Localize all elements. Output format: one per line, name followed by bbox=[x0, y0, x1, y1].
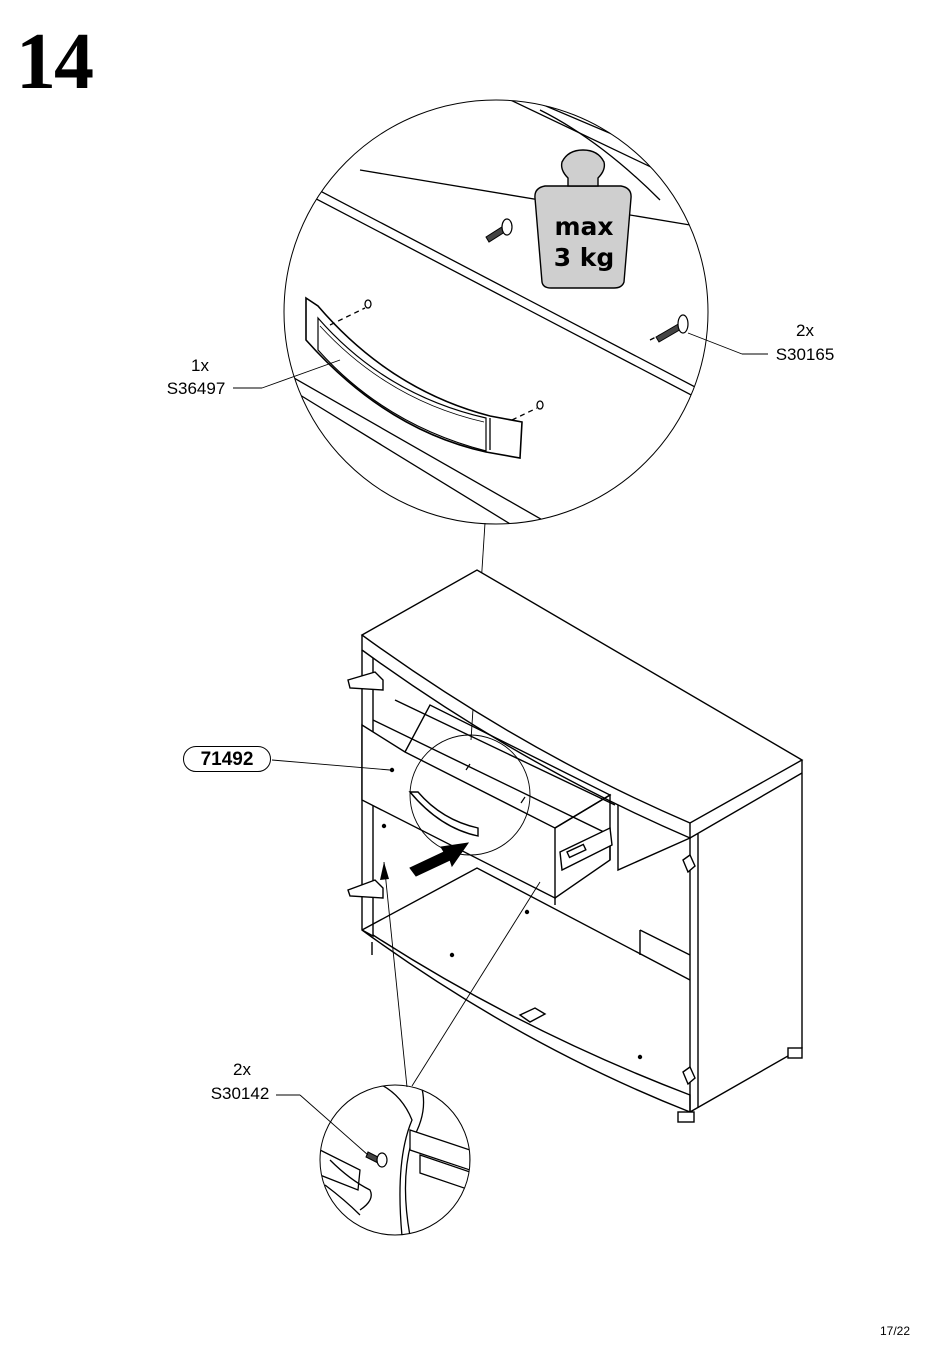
screw-icon bbox=[656, 315, 688, 342]
page-number: 17/22 bbox=[880, 1324, 910, 1338]
handle-screws-part-code: S30165 bbox=[768, 346, 842, 363]
handle-part-code: S36497 bbox=[160, 380, 232, 397]
handle-qty: 1x bbox=[180, 357, 220, 374]
screw-icon bbox=[366, 1152, 387, 1167]
drawer-screws-part-code: S30142 bbox=[203, 1085, 277, 1102]
drawer-screw-detail-circle bbox=[276, 862, 540, 1236]
weight-limit-line2: 3 kg bbox=[538, 245, 630, 270]
drawer-screws-qty: 2x bbox=[222, 1061, 262, 1078]
drawer-part-badge: 71492 bbox=[183, 746, 271, 772]
weight-limit-line1: max bbox=[538, 214, 630, 239]
handle-screws-qty: 2x bbox=[785, 322, 825, 339]
screw-icon bbox=[486, 219, 512, 242]
step-number: 14 bbox=[16, 22, 92, 102]
cabinet-illustration bbox=[348, 570, 802, 1122]
